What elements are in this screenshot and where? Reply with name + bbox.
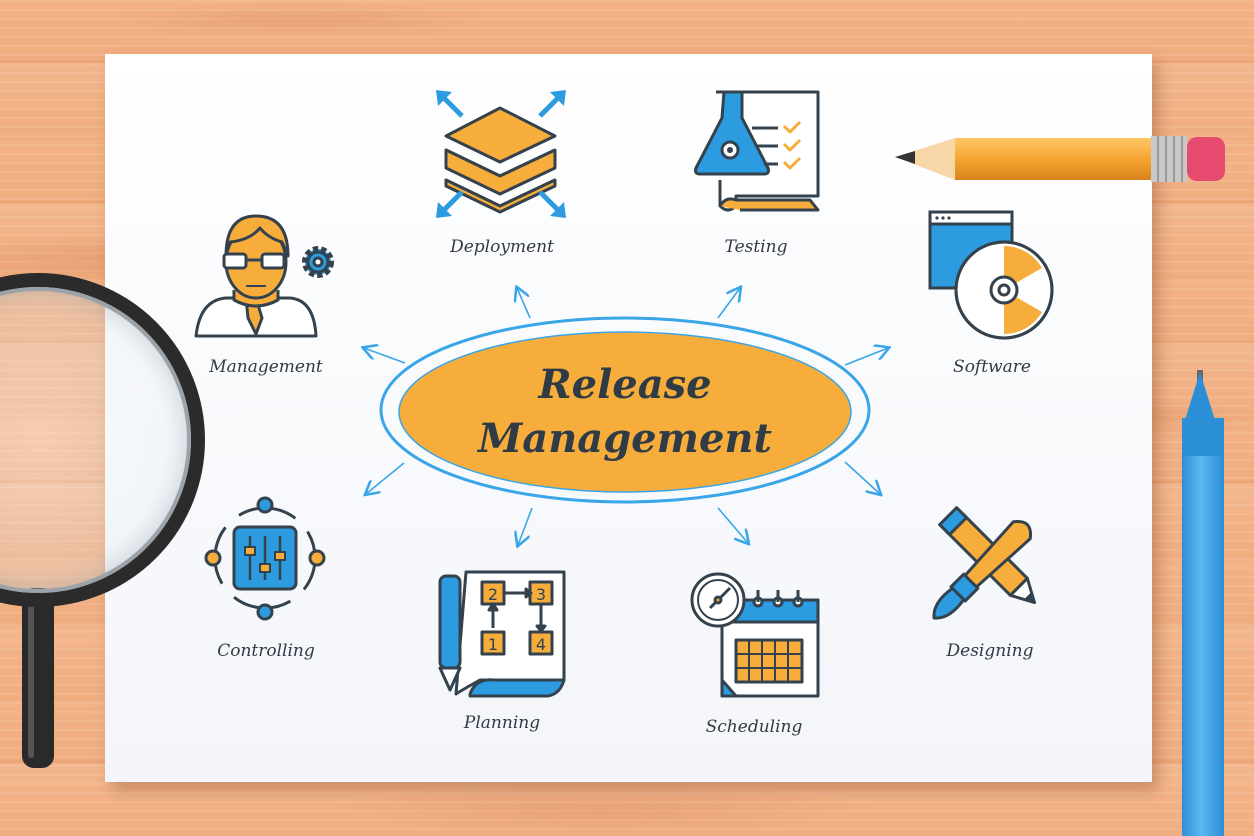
window-disc-icon [928, 210, 1054, 340]
arrow-to-testing [717, 288, 740, 319]
arrow-to-designing [844, 461, 880, 494]
node-designing: Designing [932, 506, 1036, 661]
manager-gear-icon [194, 214, 334, 338]
node-label-planning: Planning [463, 713, 540, 733]
node-label-deployment: Deployment [449, 237, 554, 257]
plan-step-4: 4 [536, 635, 546, 654]
clock-calendar-icon [690, 572, 820, 698]
plan-step-1: 1 [488, 635, 498, 654]
node-planning: 2 3 1 4 Planning [438, 570, 566, 733]
pen-icon [1182, 370, 1224, 836]
magnifying-glass-icon [0, 273, 205, 768]
center-title-line1: Release [537, 361, 711, 408]
node-software: Software [928, 210, 1054, 377]
center-fill-ellipse [398, 331, 852, 493]
arrow-to-scheduling [717, 507, 748, 543]
flowchart-plan-icon: 2 3 1 4 [438, 570, 566, 698]
node-label-designing: Designing [946, 641, 1034, 661]
node-controlling: Controlling [204, 496, 326, 661]
center-title-line2: Management [476, 415, 772, 462]
node-label-testing: Testing [725, 237, 788, 257]
plan-step-2: 2 [488, 585, 498, 604]
center-outline-ellipse [379, 316, 871, 504]
arrow-to-management [364, 348, 406, 364]
node-label-controlling: Controlling [217, 641, 315, 661]
node-testing: Testing [694, 90, 820, 257]
node-label-scheduling: Scheduling [706, 717, 803, 737]
node-label-software: Software [953, 357, 1031, 377]
arrow-to-planning [518, 507, 533, 545]
node-scheduling: Scheduling [690, 572, 820, 737]
center-node: Release Management [379, 316, 871, 504]
plan-step-3: 3 [536, 585, 546, 604]
arrow-to-deployment [517, 288, 531, 319]
mixer-sliders-icon [204, 496, 326, 621]
pencil-icon [895, 136, 1225, 182]
node-management: Management [194, 214, 334, 377]
node-deployment: Deployment [436, 90, 566, 257]
pencil-brush-icon [932, 506, 1036, 620]
layers-expand-icon [436, 90, 566, 218]
arrow-to-software [844, 348, 888, 366]
node-label-management: Management [208, 357, 323, 377]
arrow-to-controlling [366, 462, 405, 494]
flask-checklist-icon [694, 90, 820, 212]
connector-arrows [364, 288, 888, 545]
